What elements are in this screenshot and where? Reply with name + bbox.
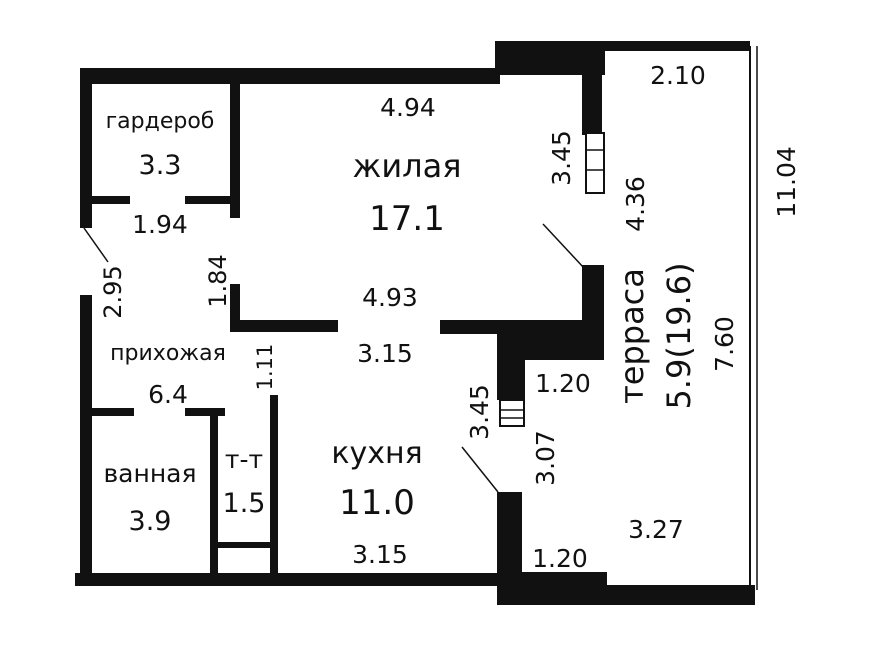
room-terrace-area: 5.9(19.6) [660,262,698,409]
room-wardrobe-name: гардероб [106,109,215,134]
wall-top-terrace [600,41,750,51]
dim-terrace-step-lower: 1.20 [532,544,588,573]
dim-living-top: 4.94 [380,93,436,122]
wall-toilet-right [270,395,278,575]
wall-living-right-lower [582,265,604,330]
room-kitchen-area: 11.0 [339,483,415,523]
room-terrace-name: терраса [613,268,651,404]
door-hall-entry [83,227,109,263]
window-living [585,132,605,194]
wall-toilet-bottom [210,542,278,548]
dim-living-left: 1.84 [204,254,232,307]
dim-kitchen-bottom: 3.15 [352,540,408,569]
terrace-outline [749,46,758,590]
wall-wardrobe-bottom-right [185,196,240,204]
room-kitchen-name: кухня [331,436,422,471]
room-toilet-name: т-т [225,445,263,474]
dimension-labels: 4.94 1.94 4.93 3.15 3.15 2.10 3.27 1.20 … [99,61,801,573]
dim-living-bottom: 4.93 [362,283,418,312]
wall-bath-right [210,408,218,578]
wall-kitchen-right-upper [497,340,525,400]
wall-top-left [80,68,500,84]
door-lines [83,223,585,493]
door-living-terrace [542,223,585,269]
dim-kitchen-right-wall: 3.07 [531,430,560,486]
wall-wardrobe-bottom-left [92,196,130,204]
walls [75,41,755,605]
window-kitchen [499,399,525,427]
dim-living-window: 3.45 [547,130,576,186]
wall-kitchen-step [497,572,607,590]
wall-kitchen-right-lower [497,492,522,592]
wall-living-bottom [230,320,338,332]
dim-wardrobe-bottom: 1.94 [132,210,188,239]
room-hallway-area: 6.4 [148,380,188,409]
wall-living-bottom-left [230,284,240,332]
wall-wardrobe-right [230,80,240,218]
wall-toilet-top [185,408,225,416]
room-living-name: жилая [353,147,462,185]
door-kitchen-terrace [461,446,499,493]
dim-terrace-bottom-width: 3.27 [628,515,684,544]
wall-left-upper [80,68,92,228]
wall-living-right-upper [582,51,602,135]
dim-kitchen-window: 3.45 [465,384,494,440]
dim-hall-left: 2.95 [99,265,127,318]
room-labels: гардероб 3.3 жилая 17.1 прихожая 6.4 ван… [103,109,698,537]
wall-left-lower [80,295,92,585]
room-living-area: 17.1 [369,199,445,239]
dim-kitchen-top: 3.15 [357,339,413,368]
dim-living-right-wall: 4.36 [621,176,650,232]
room-hallway-name: прихожая [110,341,226,366]
dim-terrace-step-upper: 1.20 [535,369,591,398]
room-wardrobe-area: 3.3 [139,150,182,181]
wall-bath-top [92,408,134,416]
dim-hall-inner: 1.11 [253,344,277,391]
dim-terrace-top: 2.10 [650,61,706,90]
wall-bottom-left [75,573,500,586]
room-toilet-area: 1.5 [223,488,266,519]
dim-terrace-lower-height: 7.60 [710,316,739,372]
dim-terrace-total-height: 11.04 [772,146,801,218]
room-bathroom-area: 3.9 [129,506,172,537]
room-bathroom-name: ванная [103,459,196,488]
